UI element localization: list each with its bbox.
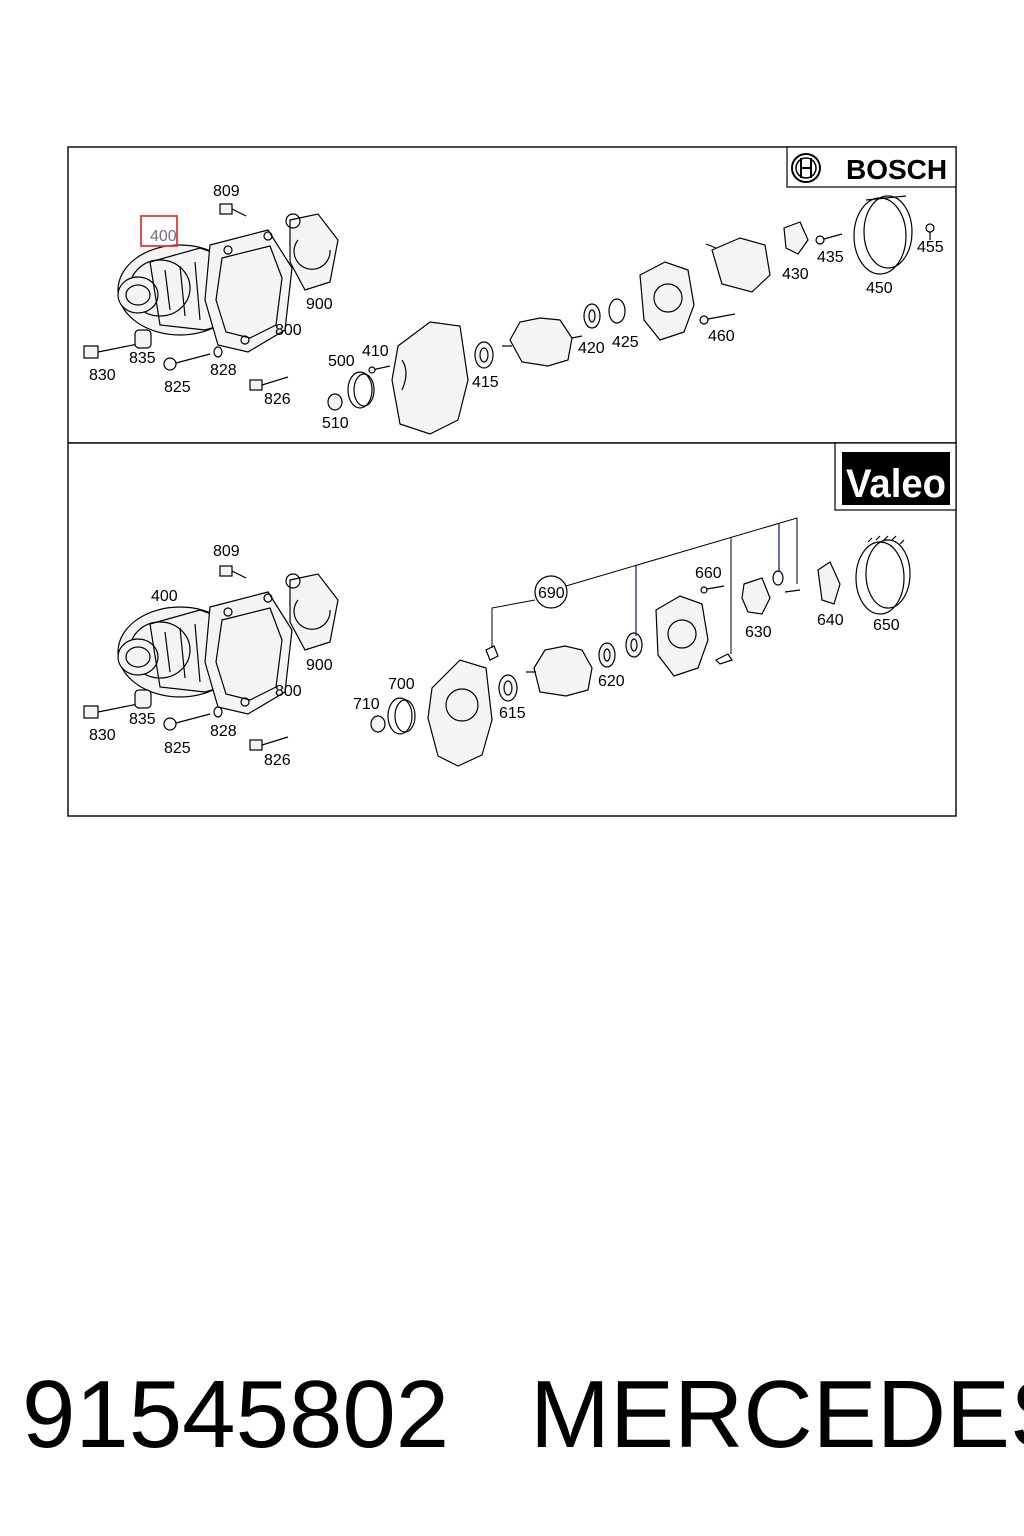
bosch-logo: BOSCH — [786, 146, 957, 188]
bearing-620-valeo — [598, 632, 643, 668]
bolt-826-valeo — [249, 736, 289, 751]
label-809: 809 — [213, 183, 240, 200]
screw-435-bosch — [815, 233, 843, 245]
screw-410-bosch — [368, 365, 391, 374]
label-430: 430 — [782, 266, 809, 283]
callout-690 — [491, 517, 798, 654]
manufacturer-name: MERCEDES — [530, 1361, 1024, 1468]
nut-510-bosch — [327, 393, 343, 411]
clip-690-valeo — [485, 645, 499, 661]
washer-828-valeo — [213, 706, 223, 718]
screw-455-bosch — [925, 223, 935, 240]
part-640-valeo — [817, 561, 841, 605]
sleeve-835-valeo — [134, 689, 152, 709]
label-620: 620 — [598, 673, 625, 690]
valeo-logo: Valeo — [834, 442, 957, 511]
bosch-panel: BOSCH — [67, 146, 957, 444]
label-450: 450 — [866, 280, 893, 297]
label-415: 415 — [472, 374, 499, 391]
bolt-830-bosch — [83, 343, 139, 359]
label-835: 835 — [129, 350, 156, 367]
label-800: 800 — [275, 322, 302, 339]
rectifier-bosch — [705, 237, 771, 293]
label-455: 455 — [917, 239, 944, 256]
label-630: 630 — [745, 624, 772, 641]
bolt-809-valeo — [219, 565, 247, 579]
footer: 91545802 MERCEDES — [0, 1360, 1024, 1470]
regulator-630-valeo — [741, 570, 801, 615]
bearing-615-valeo — [498, 674, 518, 702]
label-650: 650 — [873, 617, 900, 634]
label-640: 640 — [817, 612, 844, 629]
label-615: 615 — [499, 705, 526, 722]
bolt-830-valeo — [83, 703, 139, 719]
label-830: 830 — [89, 367, 116, 384]
bolt-825-valeo — [163, 713, 211, 731]
label-835: 835 — [129, 711, 156, 728]
highlight-box — [140, 215, 178, 247]
alternator-assembly-valeo — [117, 573, 339, 715]
label-800: 800 — [275, 683, 302, 700]
valeo-brand-text: Valeo — [846, 462, 946, 506]
regulator-430-bosch — [783, 221, 809, 255]
cap-450-bosch — [853, 195, 913, 275]
label-828: 828 — [210, 723, 237, 740]
label-510: 510 — [322, 415, 349, 432]
rear-housing-bosch — [639, 261, 695, 341]
label-435: 435 — [817, 249, 844, 266]
exploded-parts-diagram: BOSCH — [67, 146, 957, 817]
label-420: 420 — [578, 340, 605, 357]
ring-425-bosch — [608, 298, 626, 324]
label-700: 700 — [388, 676, 415, 693]
drive-end-housing-valeo — [427, 659, 493, 767]
label-500: 500 — [328, 353, 355, 370]
label-825: 825 — [164, 740, 191, 757]
screw-660-valeo — [700, 585, 725, 594]
alternator-assembly-bosch — [117, 213, 339, 353]
part-number: 91545802 — [22, 1361, 450, 1468]
label-826: 826 — [264, 752, 291, 769]
bolt-826-bosch — [249, 376, 289, 391]
washer-828-bosch — [213, 346, 223, 358]
label-460: 460 — [708, 328, 735, 345]
label-826: 826 — [264, 391, 291, 408]
nut-710-valeo — [370, 715, 386, 733]
cap-650-valeo — [855, 535, 911, 615]
label-825: 825 — [164, 379, 191, 396]
pulley-700-valeo — [387, 697, 416, 735]
bolt-460-bosch — [699, 313, 736, 325]
label-410: 410 — [362, 343, 389, 360]
terminal-part-valeo — [714, 653, 733, 665]
bearing-420-bosch — [583, 303, 601, 329]
label-690: 690 — [538, 585, 565, 602]
bolt-825-bosch — [163, 353, 211, 371]
sleeve-835-bosch — [134, 329, 152, 349]
rotor-valeo — [526, 645, 593, 697]
label-400-highlighted: 400 — [150, 228, 177, 245]
drive-end-housing-bosch — [391, 321, 469, 435]
label-710: 710 — [353, 696, 380, 713]
label-809: 809 — [213, 543, 240, 560]
label-400: 400 — [151, 588, 178, 605]
bosch-brand-text: BOSCH — [846, 154, 947, 185]
bearing-415-bosch — [474, 341, 494, 369]
label-900: 900 — [306, 296, 333, 313]
label-828: 828 — [210, 362, 237, 379]
bosch-armature-icon — [791, 153, 821, 183]
pulley-500-bosch — [347, 371, 375, 409]
rear-housing-valeo — [655, 595, 709, 677]
label-830: 830 — [89, 727, 116, 744]
label-425: 425 — [612, 334, 639, 351]
bolt-809-bosch — [219, 203, 247, 217]
rotor-bosch — [502, 317, 583, 367]
label-660: 660 — [695, 565, 722, 582]
label-900: 900 — [306, 657, 333, 674]
valeo-panel: Valeo — [67, 442, 957, 817]
